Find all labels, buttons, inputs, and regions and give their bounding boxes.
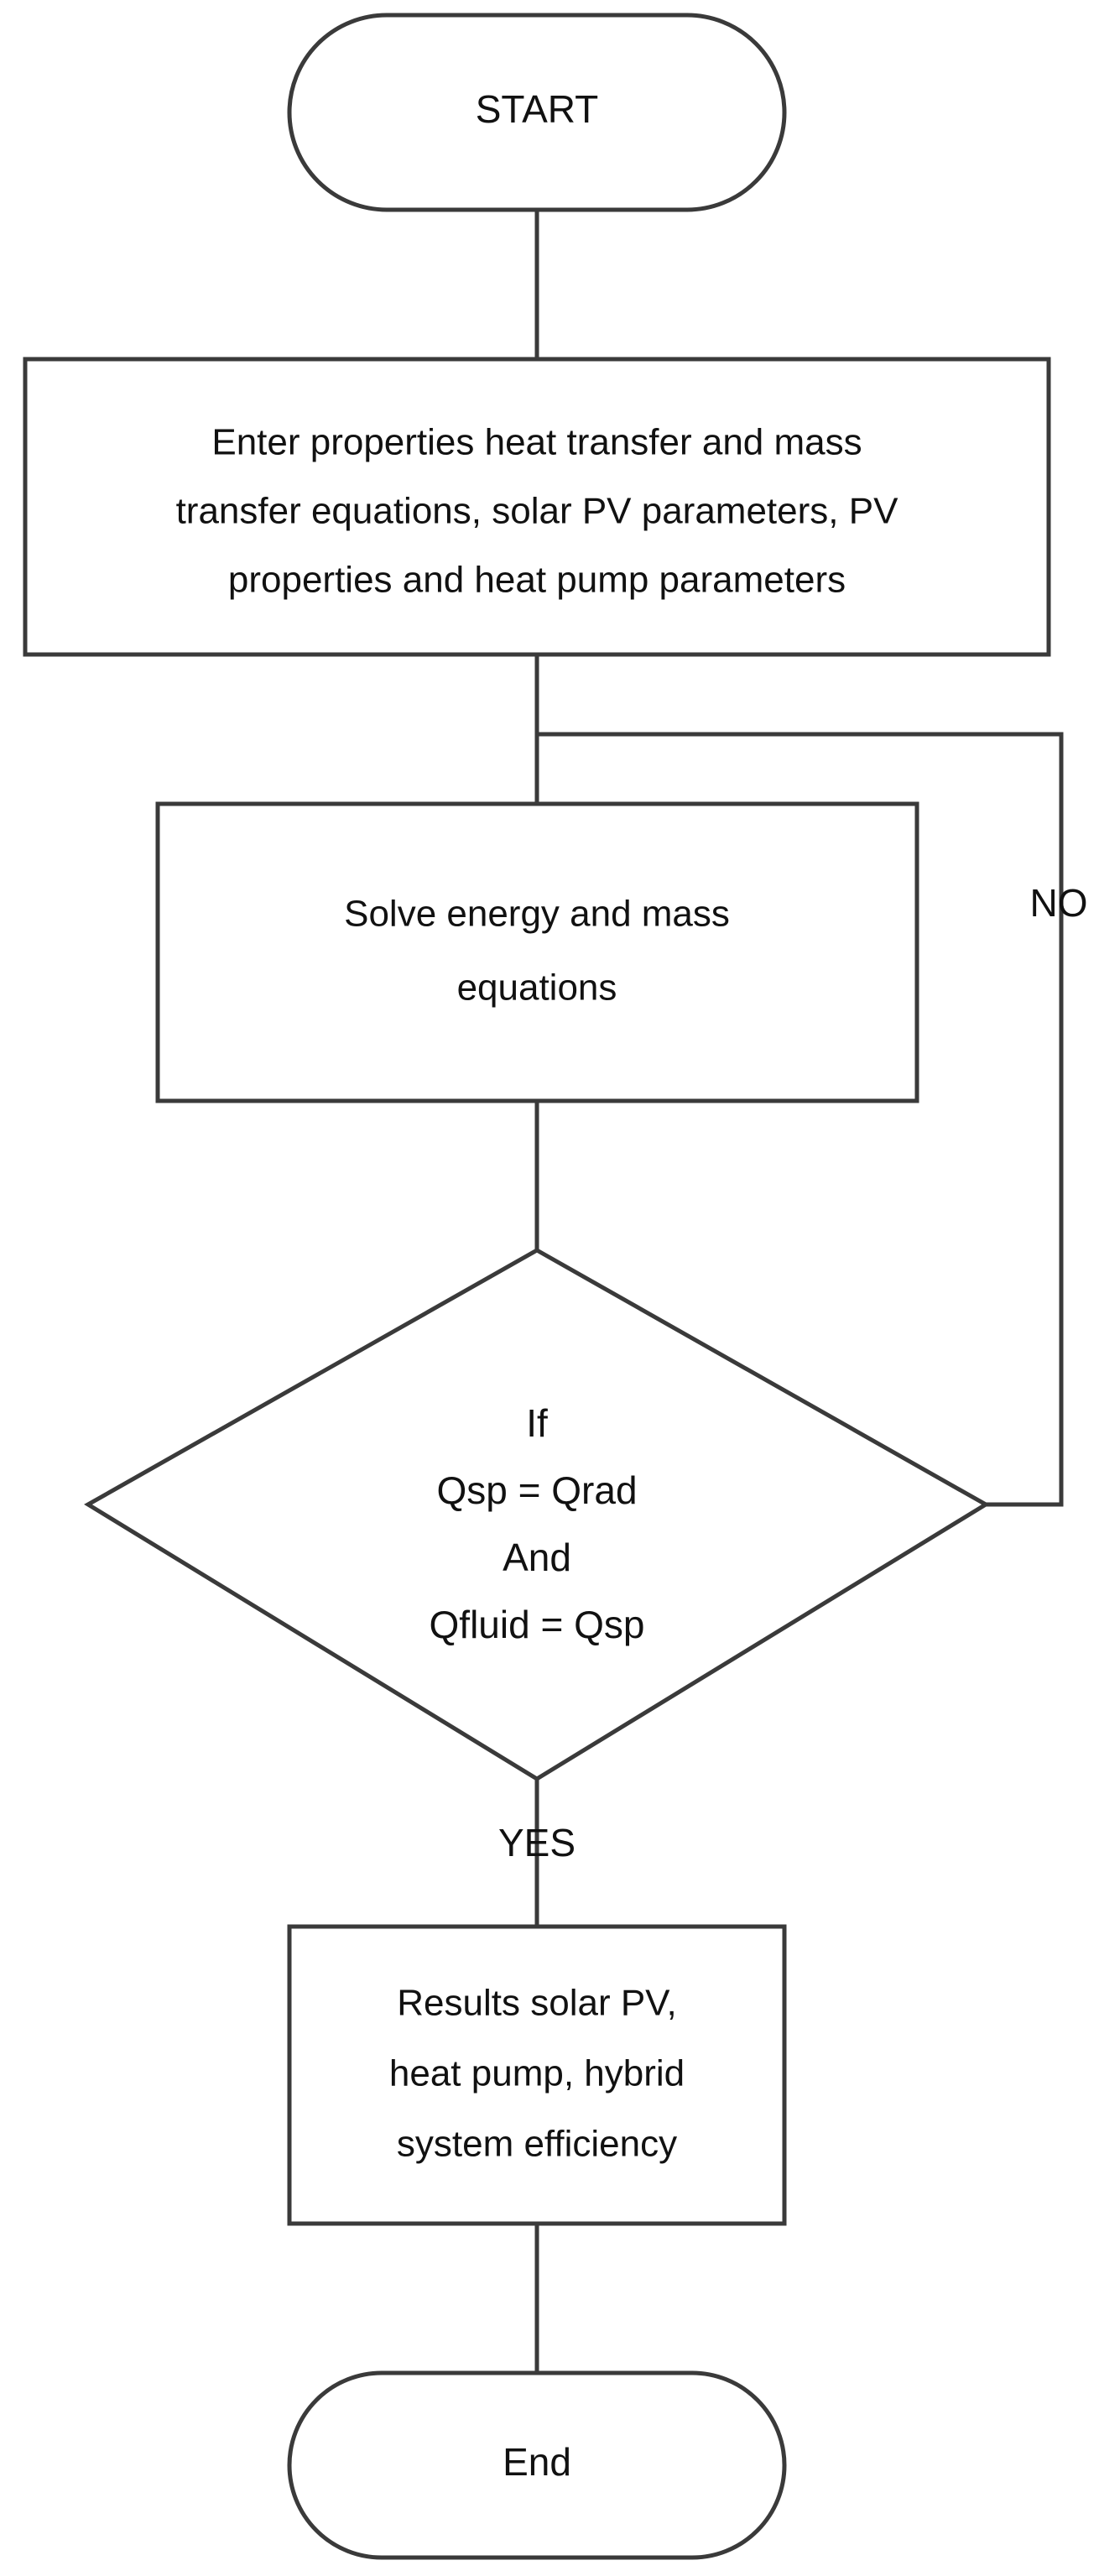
start-terminator bbox=[287, 13, 787, 212]
decision-line-4: Qfluid = Qsp bbox=[430, 1603, 645, 1646]
input-step-line-2: transfer equations, solar PV parameters,… bbox=[176, 491, 899, 532]
solve-process-box bbox=[155, 801, 919, 1103]
solve-step-line-1: Solve energy and mass bbox=[344, 894, 730, 935]
connector-no-loop bbox=[537, 732, 1064, 1507]
results-step-line-1: Results solar PV, bbox=[397, 1983, 676, 2024]
no-label: NO bbox=[1030, 881, 1088, 925]
results-step-line-2: heat pump, hybrid bbox=[389, 2053, 685, 2094]
start-label: START bbox=[476, 87, 599, 131]
decision-diamond bbox=[84, 1248, 990, 1781]
input-step-line-3: properties and heat pump parameters bbox=[228, 560, 846, 601]
end-terminator bbox=[287, 2370, 787, 2560]
decision-line-3: And bbox=[503, 1536, 571, 1579]
results-process-box bbox=[287, 1924, 787, 2226]
end-label: End bbox=[503, 2440, 571, 2484]
input-process-box bbox=[23, 357, 1051, 657]
decision-line-1: If bbox=[526, 1401, 548, 1445]
yes-label: YES bbox=[498, 1821, 576, 1864]
decision-line-2: Qsp = Qrad bbox=[436, 1468, 637, 1512]
input-step-line-1: Enter properties heat transfer and mass bbox=[211, 422, 862, 463]
solve-step-line-2: equations bbox=[457, 967, 617, 1009]
results-step-line-3: system efficiency bbox=[397, 2124, 677, 2165]
